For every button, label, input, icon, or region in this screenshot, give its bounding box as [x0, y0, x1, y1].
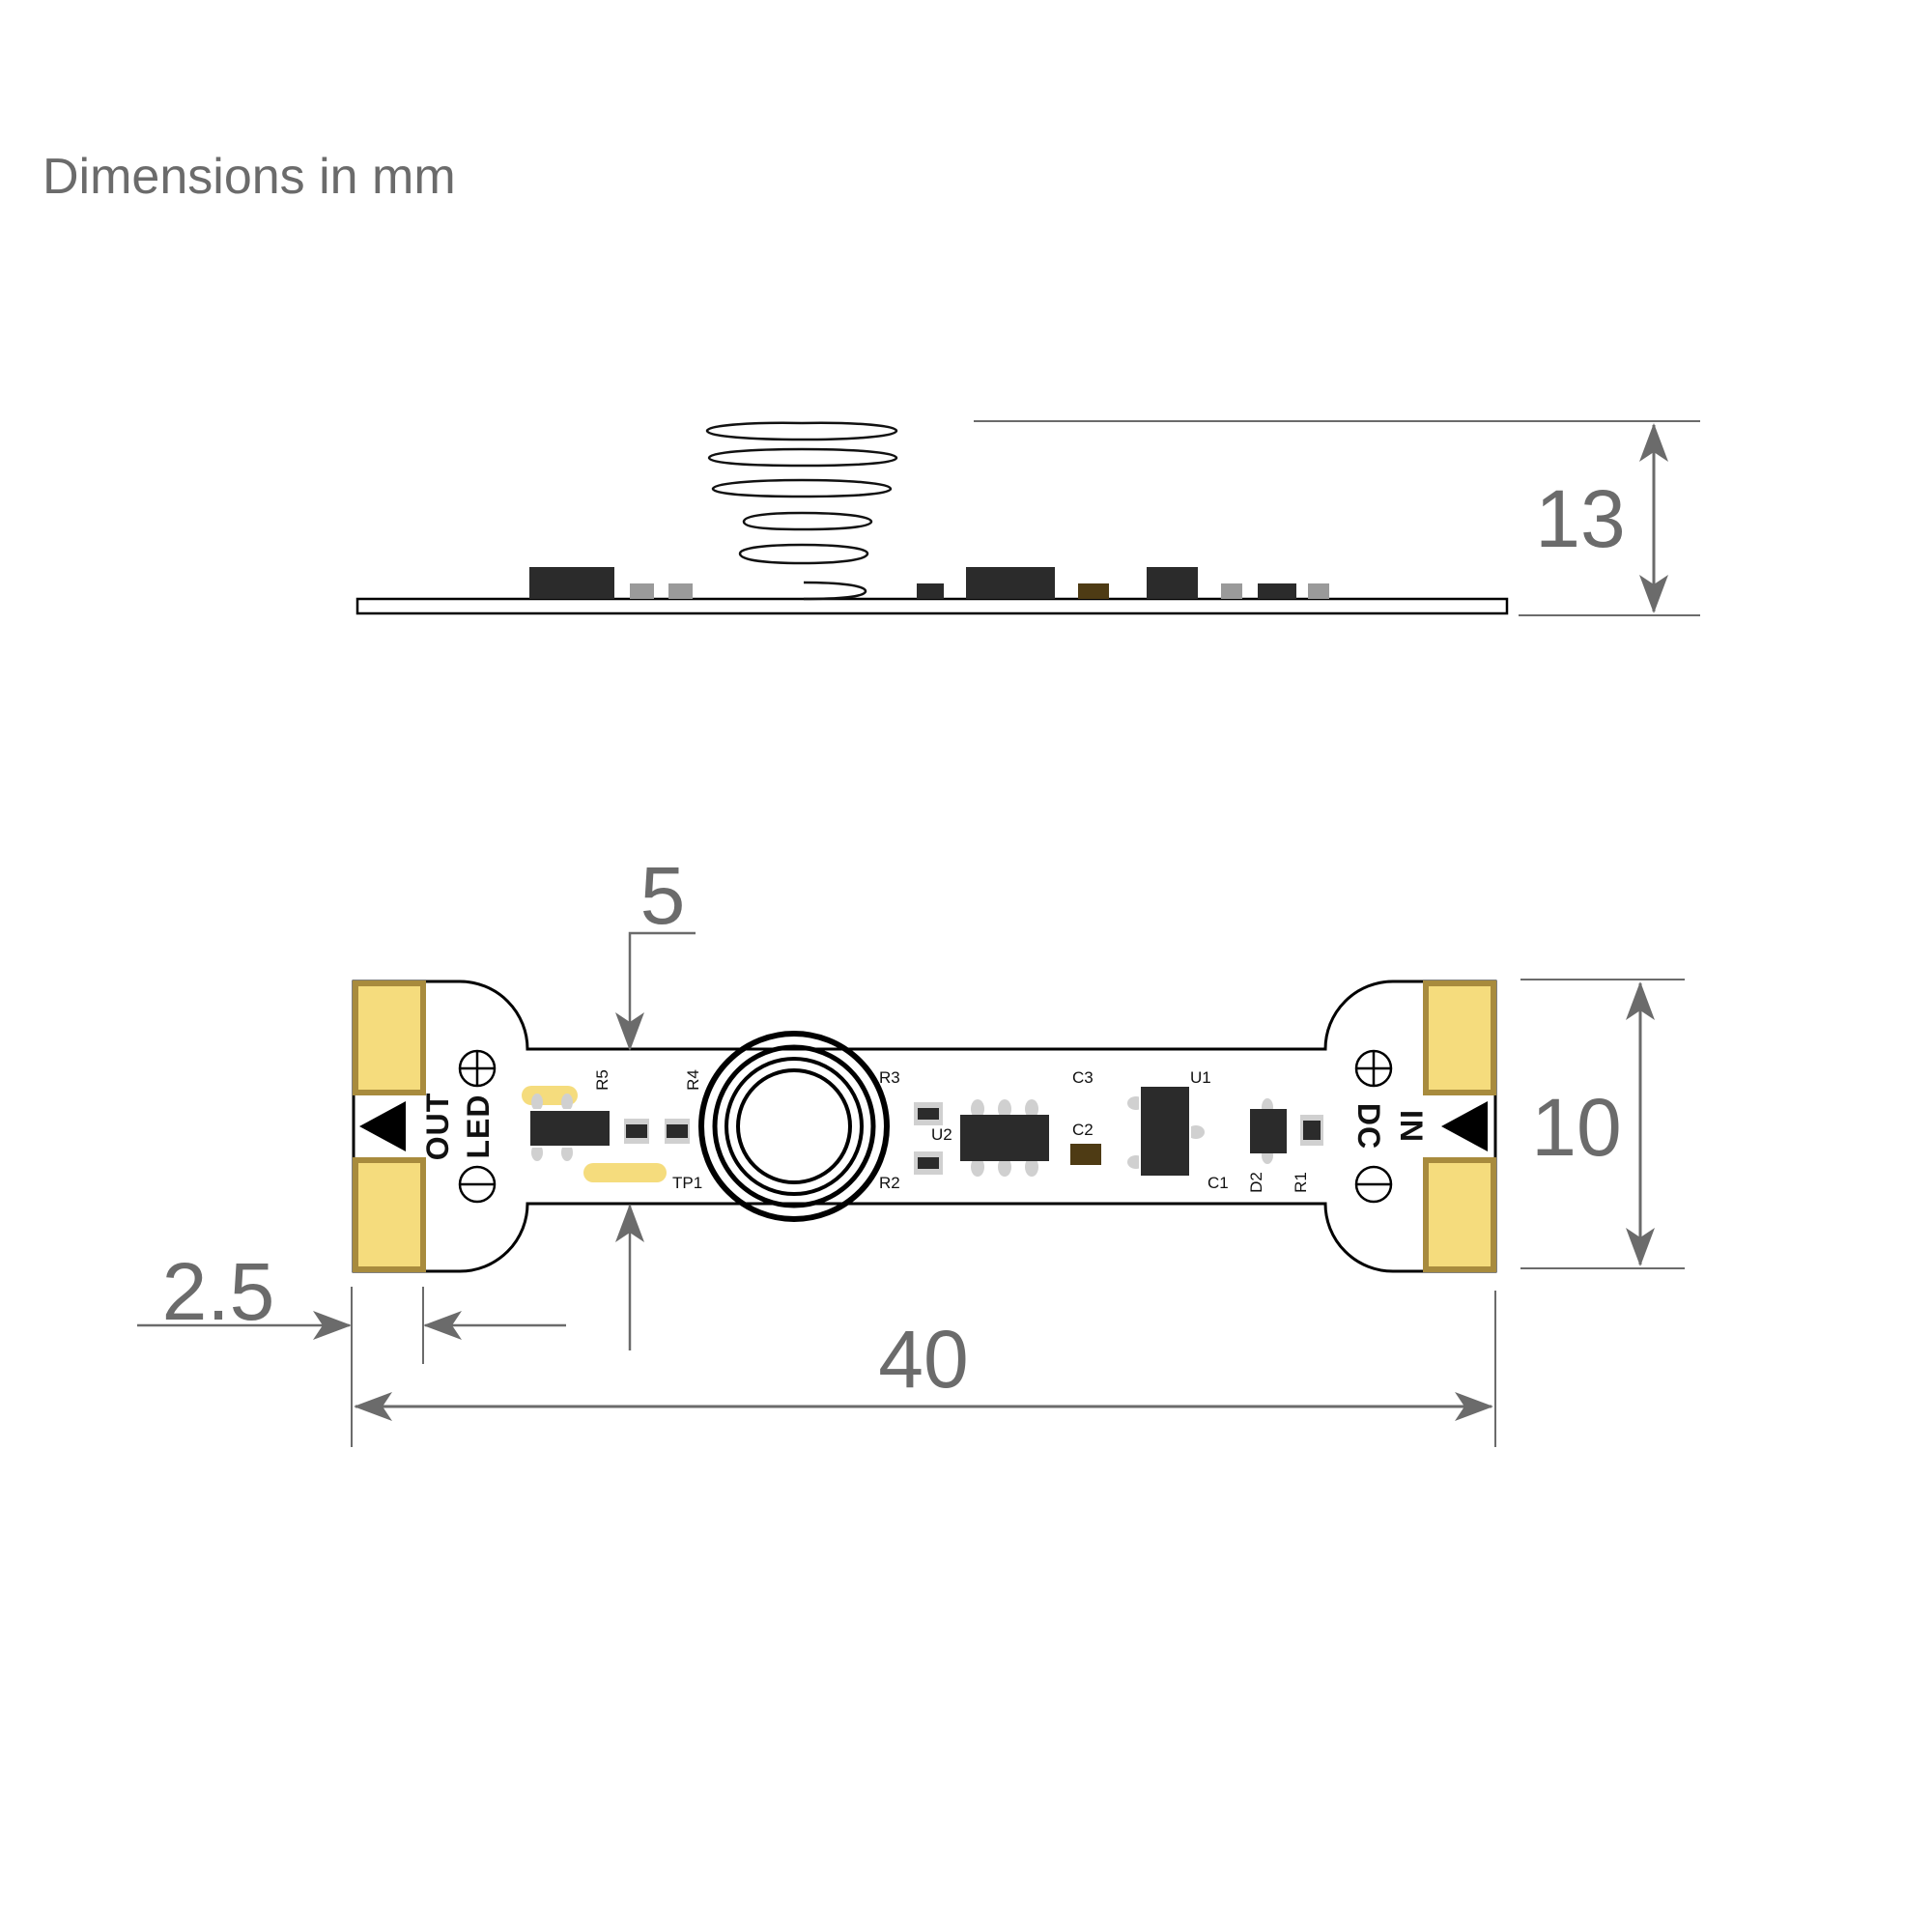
solder-pad: [353, 980, 426, 1095]
side-component: [1147, 567, 1198, 599]
length-dimension-label: 40: [878, 1314, 968, 1405]
touch-sensor-ring: [698, 1031, 890, 1222]
resistor: [626, 1124, 647, 1138]
ref-u2: U2: [931, 1125, 952, 1144]
silk-label-out: OUT: [420, 1093, 455, 1161]
side-component: [529, 567, 614, 599]
top-view: OUT LED DC IN: [137, 850, 1685, 1447]
side-component: [1221, 583, 1242, 599]
side-component: [668, 583, 693, 599]
side-component: [1258, 583, 1296, 599]
ref-u1: U1: [1190, 1068, 1211, 1087]
output-arrow-icon: [359, 1101, 406, 1151]
test-pad: [583, 1163, 667, 1182]
silk-label-in: IN: [1394, 1110, 1429, 1143]
plus-symbol-icon: [1354, 1049, 1393, 1088]
minus-symbol-icon: [1354, 1165, 1393, 1204]
side-component: [630, 583, 654, 599]
ref-tp1: TP1: [672, 1174, 702, 1192]
resistor: [1303, 1121, 1321, 1140]
offset-dimension-label: 5: [640, 850, 686, 941]
ic-package: [960, 1115, 1049, 1161]
height-dimension-label: 13: [1535, 473, 1625, 564]
side-component: [1308, 583, 1329, 599]
spring-coil: [705, 421, 898, 601]
pad-dimension-label: 2.5: [162, 1246, 275, 1337]
ref-r4: R4: [684, 1069, 702, 1091]
side-view: 13: [355, 420, 1700, 616]
resistor: [918, 1157, 939, 1169]
side-component: [1078, 583, 1109, 599]
side-component: [966, 567, 1055, 599]
ref-r5: R5: [593, 1069, 611, 1091]
regulator-package: [1139, 1085, 1191, 1178]
silk-label-dc: DC: [1351, 1103, 1386, 1150]
capacitor: [1070, 1144, 1101, 1165]
ref-r2: R2: [879, 1174, 900, 1192]
offset-leader-line: [615, 931, 696, 1051]
ref-d2: D2: [1247, 1172, 1265, 1193]
resistor: [667, 1124, 688, 1138]
ref-r3: R3: [879, 1068, 900, 1087]
plus-symbol-icon: [458, 1049, 497, 1088]
solder-pads: [353, 980, 1496, 1272]
ref-c1: C1: [1208, 1174, 1229, 1192]
width-dimension-label: 10: [1531, 1082, 1621, 1173]
side-view-pcb: [355, 597, 1509, 615]
ref-c2: C2: [1072, 1121, 1094, 1139]
page-heading: Dimensions in mm: [43, 149, 456, 205]
ic-package: [528, 1109, 611, 1148]
resistor: [918, 1108, 939, 1120]
ref-r1: R1: [1292, 1172, 1310, 1193]
input-arrow-icon: [1441, 1101, 1488, 1151]
pcb-components: [528, 1085, 1323, 1178]
ref-c3: C3: [1072, 1068, 1094, 1087]
solder-pad: [1423, 980, 1496, 1095]
pcb-outline: [352, 980, 1497, 1273]
solder-pad: [353, 1157, 426, 1272]
side-component: [917, 583, 944, 599]
solder-pad: [1423, 1157, 1496, 1272]
diode: [1250, 1109, 1287, 1153]
silk-label-led: LED: [461, 1094, 496, 1159]
minus-symbol-icon: [458, 1165, 497, 1204]
